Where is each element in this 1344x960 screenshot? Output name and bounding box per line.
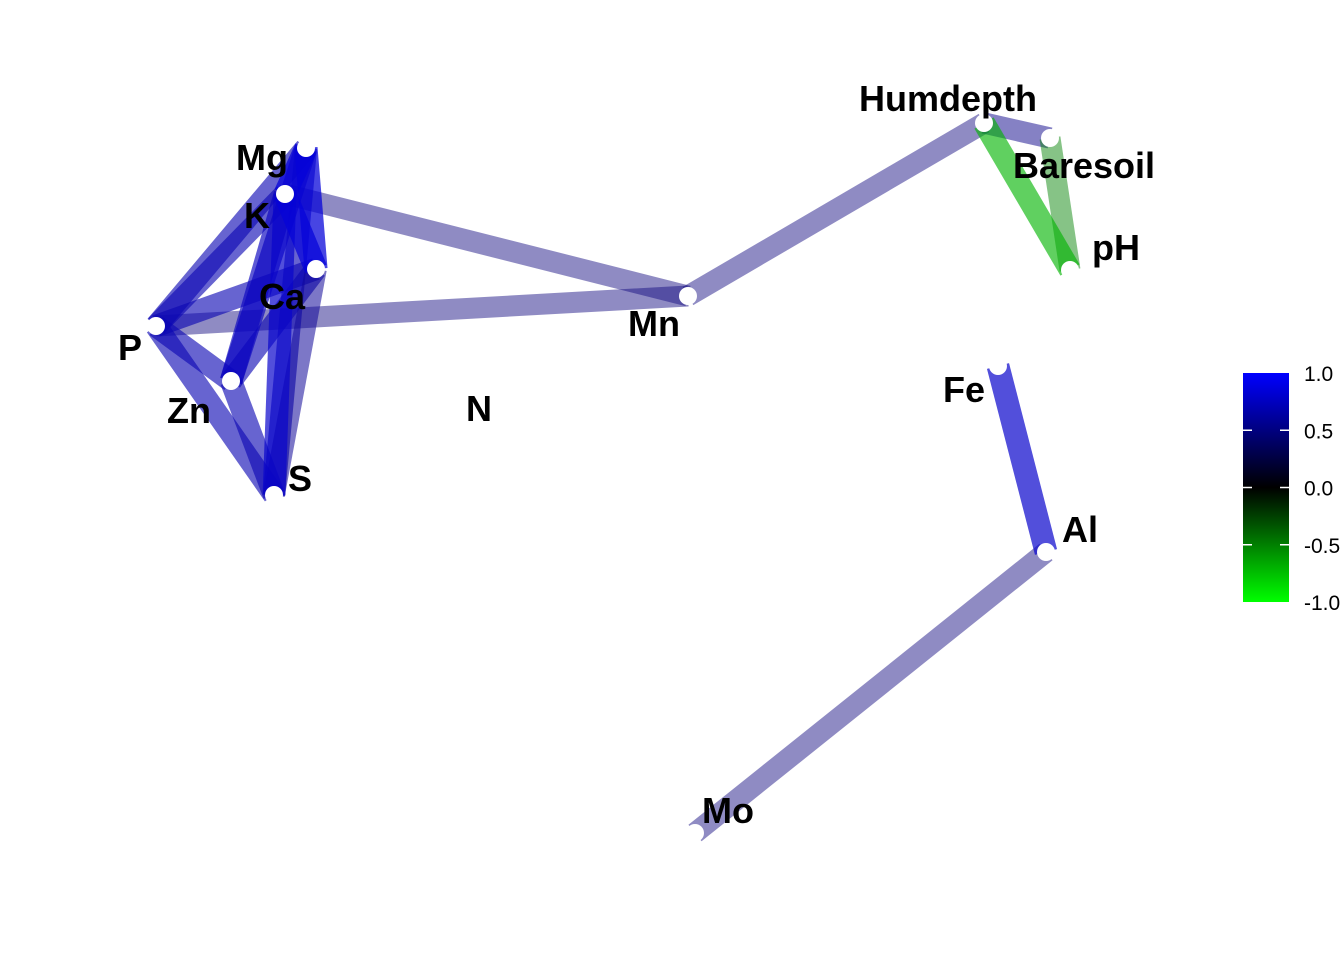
node-label-k: K bbox=[244, 195, 270, 236]
node-mg bbox=[297, 139, 315, 157]
edge-k-p bbox=[148, 186, 293, 334]
legend-tick-label: 1.0 bbox=[1304, 363, 1333, 386]
legend-tick-label: -0.5 bbox=[1304, 535, 1340, 558]
nodes-layer bbox=[147, 114, 1079, 842]
edge-k-mn bbox=[282, 183, 691, 307]
node-fe bbox=[989, 357, 1007, 375]
node-ca bbox=[307, 260, 325, 278]
node-label-baresoil: Baresoil bbox=[1013, 145, 1155, 186]
node-mo bbox=[686, 824, 704, 842]
node-label-p: P bbox=[118, 327, 142, 368]
node-label-mn: Mn bbox=[628, 303, 680, 344]
node-k bbox=[276, 185, 294, 203]
edge-mn-humdepth bbox=[682, 113, 990, 306]
node-label-al: Al bbox=[1062, 509, 1098, 550]
edge-humdepth-ph bbox=[974, 117, 1080, 276]
edge-mg-ca bbox=[294, 147, 328, 270]
legend-tick-label: 0.5 bbox=[1304, 420, 1333, 443]
edge-al-mo bbox=[688, 543, 1053, 842]
node-p bbox=[147, 317, 165, 335]
edge-fe-al bbox=[986, 363, 1058, 555]
node-zn bbox=[222, 372, 240, 390]
node-ph bbox=[1061, 261, 1079, 279]
node-mn bbox=[679, 287, 697, 305]
edges-layer bbox=[146, 112, 1081, 842]
node-s bbox=[265, 486, 283, 504]
legend-tick-label: -1.0 bbox=[1304, 592, 1340, 615]
node-baresoil bbox=[1041, 129, 1059, 147]
node-humdepth bbox=[975, 114, 993, 132]
node-label-ph: pH bbox=[1092, 227, 1140, 268]
legend: 1.0 0.5 0.0 -0.5 -1.0 bbox=[1243, 363, 1340, 615]
node-label-s: S bbox=[288, 458, 312, 499]
node-label-humdepth: Humdepth bbox=[859, 78, 1037, 119]
node-al bbox=[1037, 543, 1055, 561]
legend-tick-label: 0.0 bbox=[1304, 478, 1333, 501]
edge-k-s bbox=[262, 193, 297, 496]
node-label-ca: Ca bbox=[259, 276, 306, 317]
node-label-mo: Mo bbox=[702, 790, 754, 831]
node-label-zn: Zn bbox=[167, 390, 211, 431]
node-label-fe: Fe bbox=[943, 369, 985, 410]
node-label-n: N bbox=[466, 388, 492, 429]
node-label-mg: Mg bbox=[236, 137, 288, 178]
